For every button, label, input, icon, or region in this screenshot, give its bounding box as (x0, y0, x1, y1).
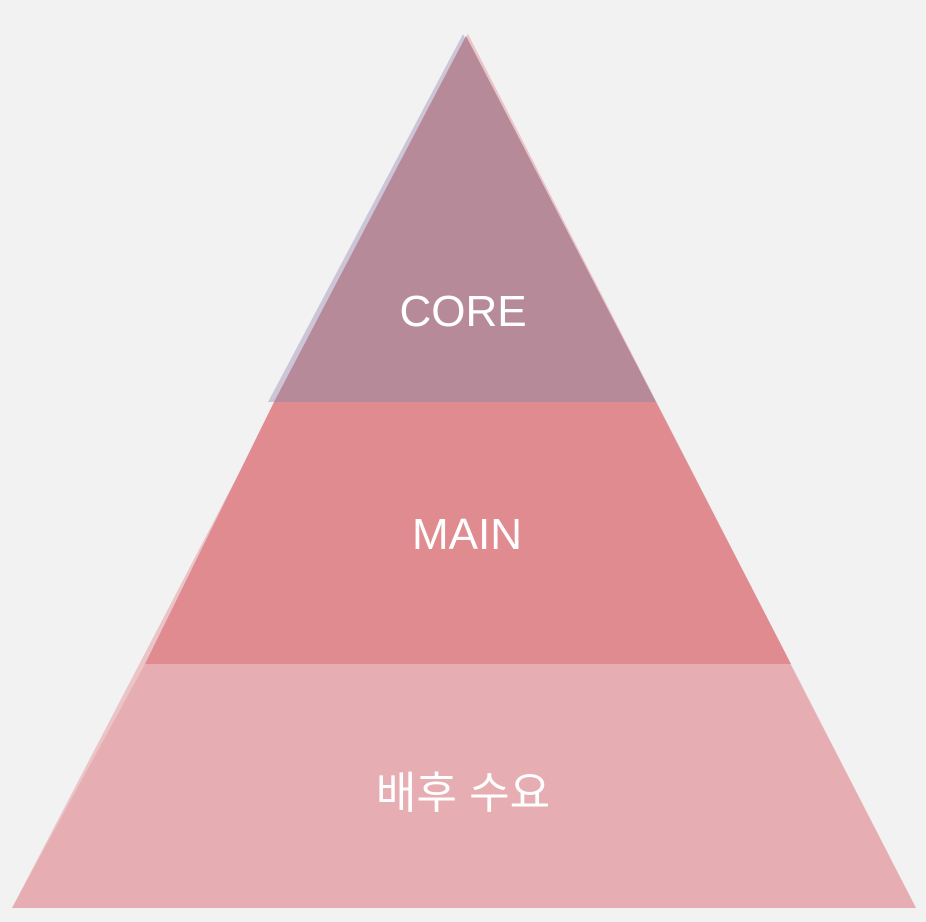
tier-top-label: CORE (399, 287, 526, 336)
tier-middle-label: MAIN (412, 510, 522, 559)
tier-middle (145, 402, 791, 664)
tier-bottom-label: 배후 수요 (376, 769, 550, 818)
tier-bottom (12, 664, 916, 908)
tier-top (274, 36, 656, 402)
